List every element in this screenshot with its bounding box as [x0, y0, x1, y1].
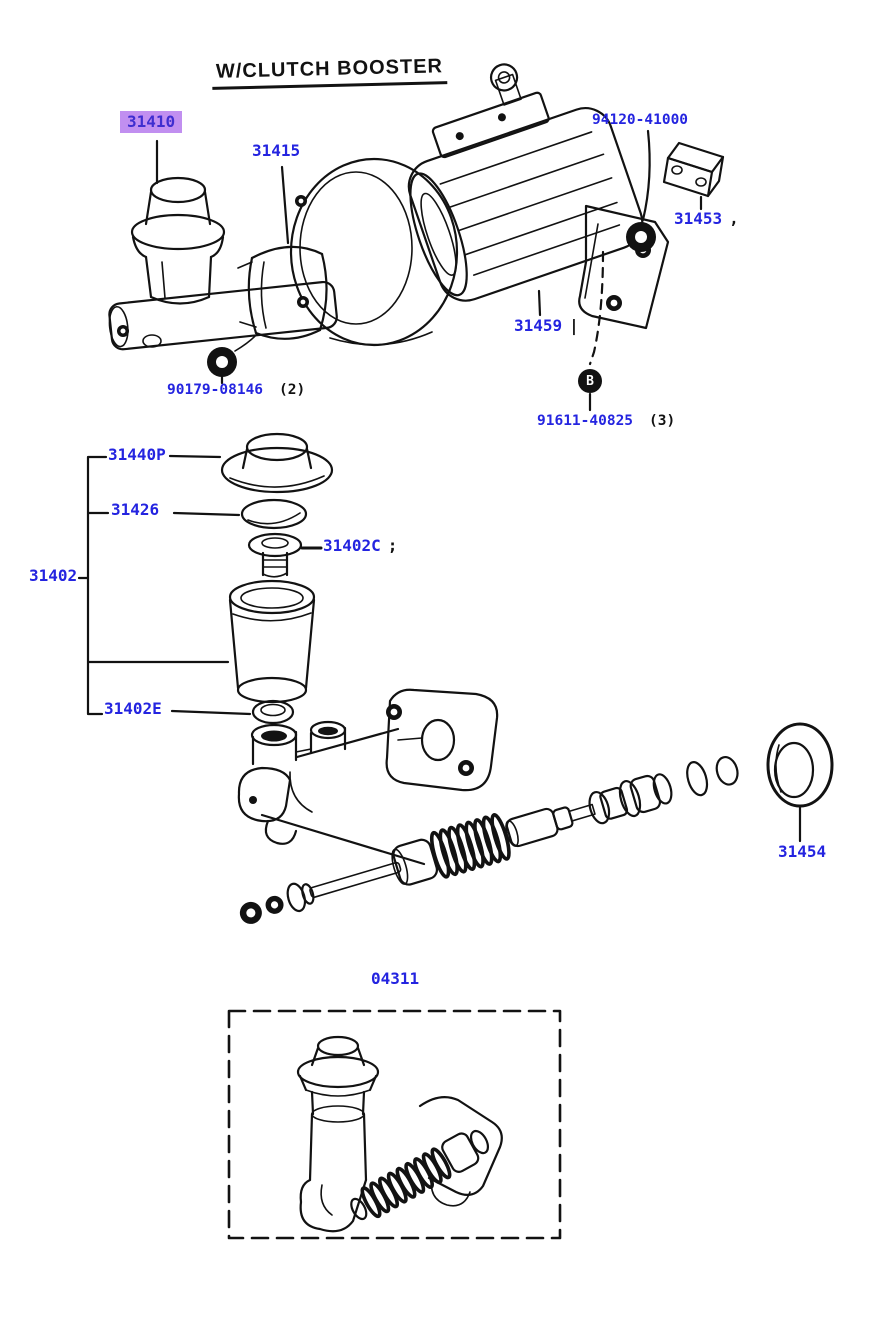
part-number: 31440P	[108, 445, 166, 464]
part-number: 31415	[252, 141, 301, 160]
part-label-91611-40825[interactable]: 91611-40825 (3)	[537, 413, 676, 430]
part-label-31402[interactable]: 31402	[29, 567, 77, 585]
part-label-94120-41000[interactable]: 94120-41000	[592, 112, 689, 129]
part-number: 31453	[674, 209, 723, 228]
part-label-31459[interactable]: 31459 |	[514, 317, 579, 335]
stray-mark: ,	[729, 209, 739, 228]
part-number: 31459	[514, 316, 563, 335]
quantity-note: (2)	[279, 382, 306, 398]
part-label-31440P[interactable]: 31440P	[108, 446, 166, 464]
part-label-31426[interactable]: 31426	[111, 501, 159, 519]
clutch-booster-body-drawing	[407, 63, 670, 330]
part-number: 31402	[29, 566, 78, 585]
part-number: 31426	[111, 500, 160, 519]
part-label-31402C[interactable]: 31402C;	[323, 537, 397, 555]
repair-kit-box-drawing	[227, 1009, 562, 1240]
part-number: 31402C	[323, 536, 381, 555]
part-number: 94120-41000	[592, 112, 689, 128]
part-number: 31402E	[104, 699, 162, 718]
leader-lines-top	[155, 129, 703, 412]
part-label-31402E[interactable]: 31402E	[104, 700, 162, 718]
seal-31454-drawing	[766, 722, 834, 843]
piston-assembly-drawing	[239, 755, 739, 924]
part-number: 04311	[371, 969, 420, 988]
part-label-04311[interactable]: 04311	[371, 970, 419, 988]
part-label-31453[interactable]: 31453,	[674, 210, 739, 228]
reservoir-group-drawing	[77, 432, 334, 725]
part-number: 91611-40825	[537, 413, 634, 429]
diagram-title: W/CLUTCH BOOSTER	[211, 55, 448, 90]
part-number: 31410	[127, 112, 176, 131]
stray-mark: |	[569, 316, 579, 335]
part-label-90179-08146[interactable]: 90179-08146 (2)	[167, 382, 306, 399]
damper-block-31453-drawing	[662, 141, 725, 198]
nut-94120-drawing	[626, 222, 656, 252]
clutch-master-cylinder-drawing	[108, 157, 459, 351]
connector-b-letter: B	[586, 373, 594, 389]
part-label-31454[interactable]: 31454	[778, 843, 826, 861]
stray-mark: ;	[387, 536, 398, 555]
connector-b-marker: B	[578, 369, 602, 393]
part-label-31415[interactable]: 31415	[252, 142, 300, 160]
part-number: 31454	[778, 842, 827, 861]
quantity-note: (3)	[649, 413, 676, 429]
part-number: 90179-08146	[167, 382, 264, 398]
nut-90179-drawing	[207, 333, 258, 377]
part-label-31410[interactable]: 31410	[120, 111, 183, 133]
cylinder-body-drawing	[237, 688, 499, 866]
